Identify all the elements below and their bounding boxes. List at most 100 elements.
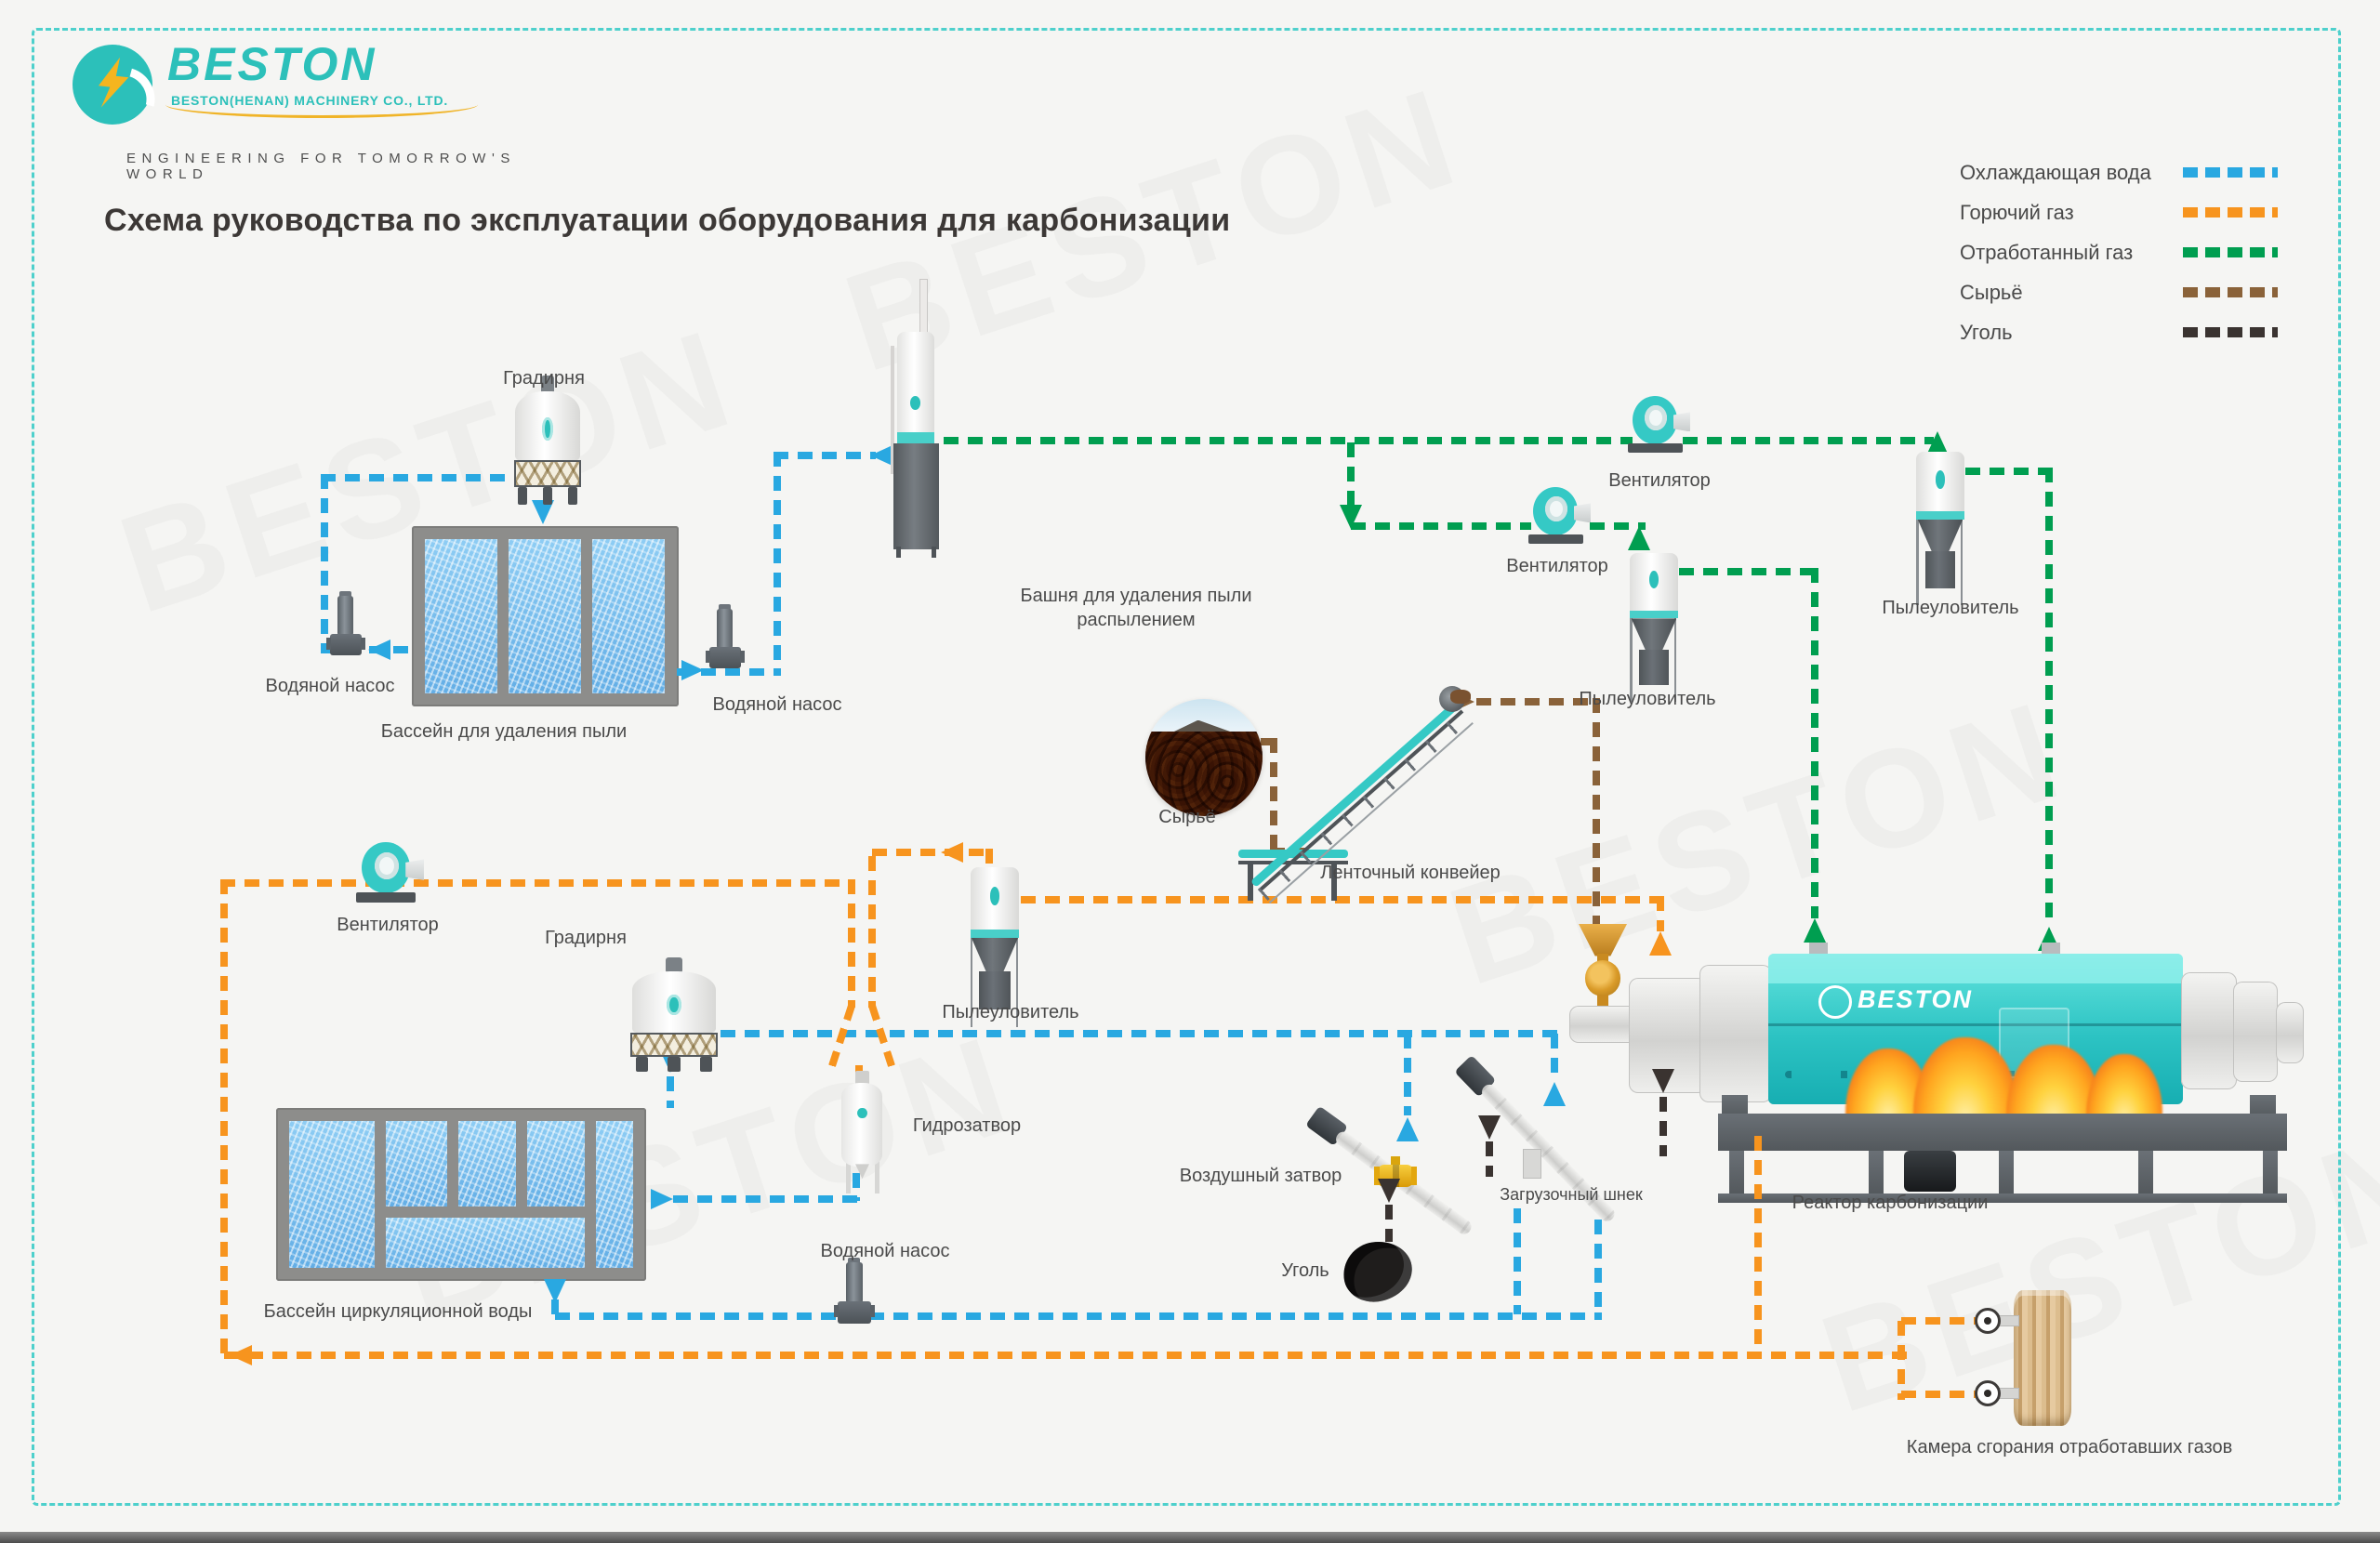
raw-logs — [1145, 732, 1263, 816]
combustible-gas-pipe — [985, 849, 993, 871]
pump-flange — [740, 651, 746, 663]
cooling-water-pipe — [677, 668, 781, 676]
feed-hopper — [1579, 924, 1627, 1013]
label-dust-collector-right: Пылеуловитель — [1882, 598, 2019, 618]
legend-row: Отработанный газ — [1960, 232, 2278, 272]
fan-inlet — [1645, 404, 1667, 431]
label-loading-screw: Загрузочный шнек — [1500, 1185, 1643, 1204]
fan-mid — [1526, 487, 1591, 545]
reactor-end-cap — [2276, 1002, 2304, 1063]
label-dust-pool: Бассейн для удаления пыли — [380, 721, 628, 742]
collector-cone — [971, 937, 1019, 975]
fan-base — [356, 892, 416, 903]
flow-arrow — [230, 1345, 252, 1365]
combustible-gas-pipe — [220, 879, 228, 1359]
cooling-water-pipe — [551, 1299, 559, 1316]
flow-arrow — [1649, 931, 1672, 956]
pump-flange — [833, 1305, 839, 1318]
conveyor-belt — [1250, 701, 1460, 888]
label-water-pump-left: Водяной насос — [265, 676, 395, 696]
collector-bin — [979, 970, 1011, 1010]
cooling-water-pipe — [667, 1076, 674, 1108]
flow-arrow — [1478, 1115, 1501, 1140]
flow-arrow — [1543, 1082, 1566, 1106]
seal-leg — [875, 1159, 879, 1194]
collector-band — [970, 930, 1020, 938]
fan-outlet — [1673, 412, 1690, 432]
pump-flange — [705, 651, 710, 663]
legend-swatch-cooling-water — [2183, 167, 2278, 178]
legend-row: Охлаждающая вода — [1960, 152, 2278, 192]
coal-pipe — [1486, 1141, 1493, 1177]
exhaust-gas-pipe — [1811, 568, 1818, 918]
reactor-stand-leg — [1999, 1151, 2014, 1195]
exhaust-gas-pipe — [1590, 522, 1646, 530]
pool-water-cell — [289, 1121, 375, 1268]
pool-water-cell — [509, 539, 581, 693]
legend-label: Охлаждающая вода — [1960, 160, 2151, 184]
flow-arrow — [681, 660, 704, 680]
raw-material-pipe — [1270, 738, 1277, 855]
tower-leg — [895, 547, 901, 558]
flow-arrow — [1396, 1117, 1419, 1141]
beston-logo-icon — [857, 1107, 867, 1119]
combustible-gas-pipe — [1754, 1136, 1762, 1355]
pump-base — [709, 646, 741, 668]
exhaust-gas-pipe — [1683, 437, 1934, 444]
combustible-gas-pipe — [868, 856, 876, 1008]
flow-arrow — [1378, 1179, 1400, 1203]
tower-foot — [635, 1056, 648, 1072]
flow-arrow — [368, 640, 390, 660]
reactor-stand-leg — [2263, 1151, 2278, 1195]
flow-arrow — [544, 1279, 566, 1303]
tower-body — [896, 332, 935, 446]
screw-drop-pipe — [1523, 1149, 1541, 1179]
conveyor-leg — [1331, 864, 1337, 901]
fan-inlet — [374, 851, 399, 879]
label-belt-conveyor: Ленточный конвейер — [1320, 863, 1501, 883]
reactor-end-section — [2233, 982, 2278, 1082]
collector-leg — [1630, 618, 1633, 702]
combustible-gas-pipe — [872, 849, 991, 856]
legend-row: Горючий газ — [1960, 192, 2278, 232]
reactor-stand-leg — [1869, 1151, 1884, 1195]
pump-motor — [717, 609, 734, 649]
legend-swatch-raw-material — [2183, 287, 2278, 297]
valve-flange — [1411, 1167, 1417, 1185]
fan-outlet — [1573, 503, 1591, 523]
fan-outlet — [405, 859, 424, 880]
carbonization-reactor-body: BESTON — [1768, 954, 2183, 1104]
hopper-funnel — [1579, 924, 1627, 956]
combustible-gas-pipe — [1901, 1317, 1983, 1325]
exhaust-gas-pipe — [1351, 522, 1531, 530]
spray-dust-removal-tower — [891, 279, 943, 558]
collector-leg — [1961, 519, 1964, 605]
dust-collector-left — [1627, 553, 1681, 702]
exhaust-gas-pipe — [1679, 568, 1818, 575]
collector-leg — [1015, 937, 1019, 1027]
collector-cone — [1917, 519, 1964, 555]
combustible-gas-pipe — [1021, 896, 1664, 903]
cooling-water-pipe — [555, 1312, 1602, 1320]
water-pump-right — [705, 604, 746, 681]
combustion-chamber — [2014, 1290, 2071, 1426]
reactor-top-highlight — [1768, 954, 2183, 984]
flow-arrow — [651, 1189, 673, 1209]
combustible-gas-pipe — [1657, 896, 1664, 931]
beston-logo-icon — [542, 416, 553, 441]
pump-flange — [361, 638, 366, 650]
raw-material-pipe — [1476, 698, 1600, 706]
label-dust-collector-mid: Пылеуловитель — [1579, 689, 1716, 709]
tower-base-box — [893, 443, 939, 549]
cooling-water-pipe — [1404, 1034, 1411, 1115]
valve-flange — [1374, 1167, 1380, 1185]
cooling-water-pipe — [321, 646, 414, 653]
exhaust-gas-pipe — [1965, 468, 2053, 475]
pool-water-cell — [386, 1121, 447, 1207]
cooling-water-pipe — [1594, 1220, 1602, 1314]
legend-row: Сырьё — [1960, 272, 2278, 312]
cooling-tower-1 — [514, 376, 581, 506]
raw-material-pipe — [1593, 698, 1600, 926]
collector-band — [1916, 511, 1964, 520]
legend: Охлаждающая вода Горючий газ Отработанны… — [1960, 152, 2278, 352]
